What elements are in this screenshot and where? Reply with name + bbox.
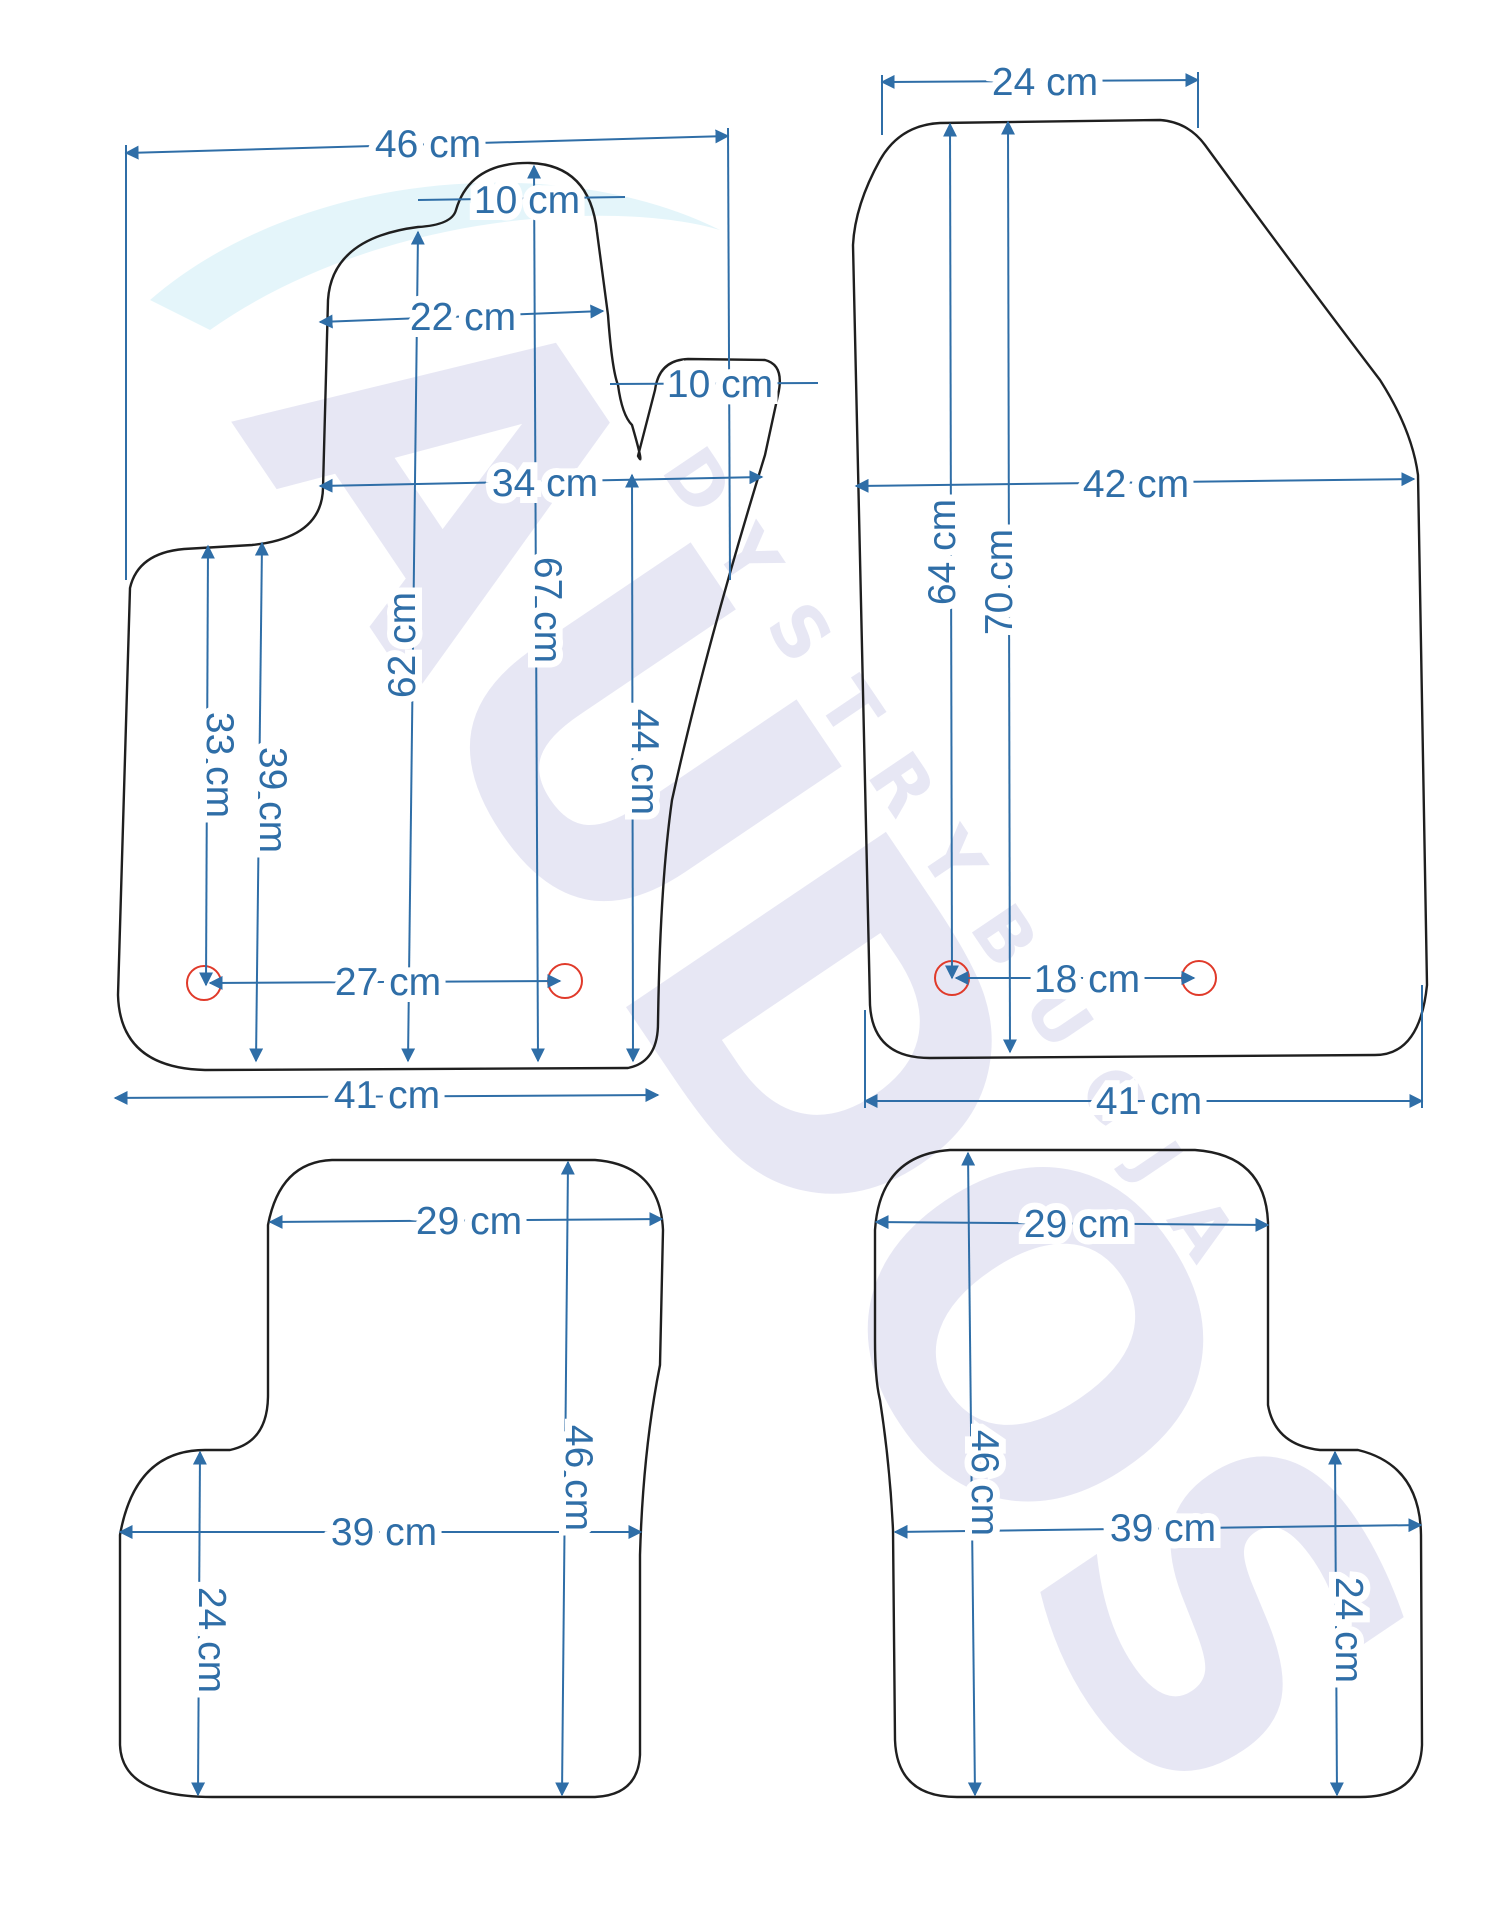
rear-right-mat-outline — [873, 1148, 1424, 1799]
rear-right-dim-29-line — [874, 1215, 1270, 1232]
rear-right-dimensions — [874, 1151, 1423, 1797]
driver-label-width-46: 46 cm — [375, 123, 481, 166]
rear-left-dimensions — [118, 1160, 664, 1797]
driver-label-27: 27 cm — [335, 961, 441, 1004]
watermark-swoosh — [150, 182, 720, 330]
driver-dimensions — [113, 127, 819, 1105]
driver-dim-46-ext-right — [727, 127, 731, 581]
rear-right-label-46: 46 cm — [963, 1430, 1006, 1536]
passenger-dimensions — [854, 72, 1424, 1108]
driver-label-67: 67 cm — [526, 557, 569, 663]
driver-label-22: 22 cm — [410, 296, 516, 339]
driver-label-39: 39 cm — [251, 747, 294, 853]
watermark: AUDOS DYSTRYBUCJA — [145, 182, 1500, 1887]
driver-dim-22-line — [318, 304, 605, 329]
rear-right-label-29: 29 cm — [1024, 1203, 1130, 1246]
driver-dim-62-line — [401, 230, 425, 1063]
rear-right-labels: 29 cm 39 cm 46 cm 24 cm — [956, 1196, 1377, 1690]
passenger-dim-24-line — [880, 73, 1200, 89]
driver-label-mid-10: 10 cm — [667, 363, 773, 406]
passenger-dim-64-line — [943, 122, 959, 980]
driver-label-41: 41 cm — [334, 1074, 440, 1117]
driver-dim-27-line — [208, 974, 562, 990]
rear-left-label-39: 39 cm — [331, 1511, 437, 1554]
rear-left-labels: 29 cm 39 cm 46 cm 24 cm — [183, 1193, 607, 1700]
driver-label-34: 34 cm — [492, 462, 598, 505]
rear-left-dim-29-line — [268, 1212, 664, 1229]
rear-right-dim-24-line — [1328, 1450, 1344, 1797]
driver-label-33: 33 cm — [198, 712, 241, 818]
driver-labels: 46 cm 10 cm 22 cm 10 cm 34 cm 33 cm 39 c… — [191, 116, 780, 1124]
rear-right-dim-46-line — [961, 1151, 982, 1797]
driver-dim-10-top-line — [417, 196, 626, 201]
passenger-labels: 24 cm 42 cm 64 cm 70 cm 18 cm 41 cm — [914, 54, 1209, 1130]
driver-mat-outline — [116, 161, 782, 1072]
passenger-label-42: 42 cm — [1083, 463, 1189, 506]
passenger-label-24: 24 cm — [992, 61, 1098, 104]
rear-right-label-24: 24 cm — [1327, 1577, 1370, 1683]
rear-left-label-46: 46 cm — [557, 1425, 600, 1531]
driver-dim-41-line — [113, 1088, 660, 1105]
watermark-brand: AUDOS — [145, 197, 1500, 1887]
passenger-label-70: 70 cm — [978, 529, 1021, 635]
driver-dim-44-line — [625, 473, 640, 1063]
driver-dim-67-line — [527, 164, 545, 1063]
passenger-mat-outline — [851, 118, 1429, 1060]
driver-label-top-10: 10 cm — [474, 179, 580, 222]
driver-label-62: 62 cm — [381, 592, 424, 698]
passenger-label-41: 41 cm — [1096, 1080, 1202, 1123]
rear-left-label-24: 24 cm — [190, 1587, 233, 1693]
passenger-dim-70-line — [1001, 120, 1017, 1054]
passenger-label-64: 64 cm — [921, 499, 964, 605]
passenger-label-18: 18 cm — [1034, 958, 1140, 1001]
driver-dim-10-mid-line — [609, 382, 819, 385]
rear-left-mat-outline — [118, 1158, 665, 1799]
driver-label-44: 44 cm — [623, 709, 666, 815]
rear-left-dim-46-line — [555, 1160, 575, 1797]
rear-left-dim-24-line — [191, 1450, 207, 1797]
rear-left-label-29: 29 cm — [416, 1200, 522, 1243]
driver-dim-33-line — [199, 544, 215, 987]
rear-right-label-39: 39 cm — [1110, 1507, 1216, 1550]
driver-dim-46-width-line — [124, 129, 730, 160]
